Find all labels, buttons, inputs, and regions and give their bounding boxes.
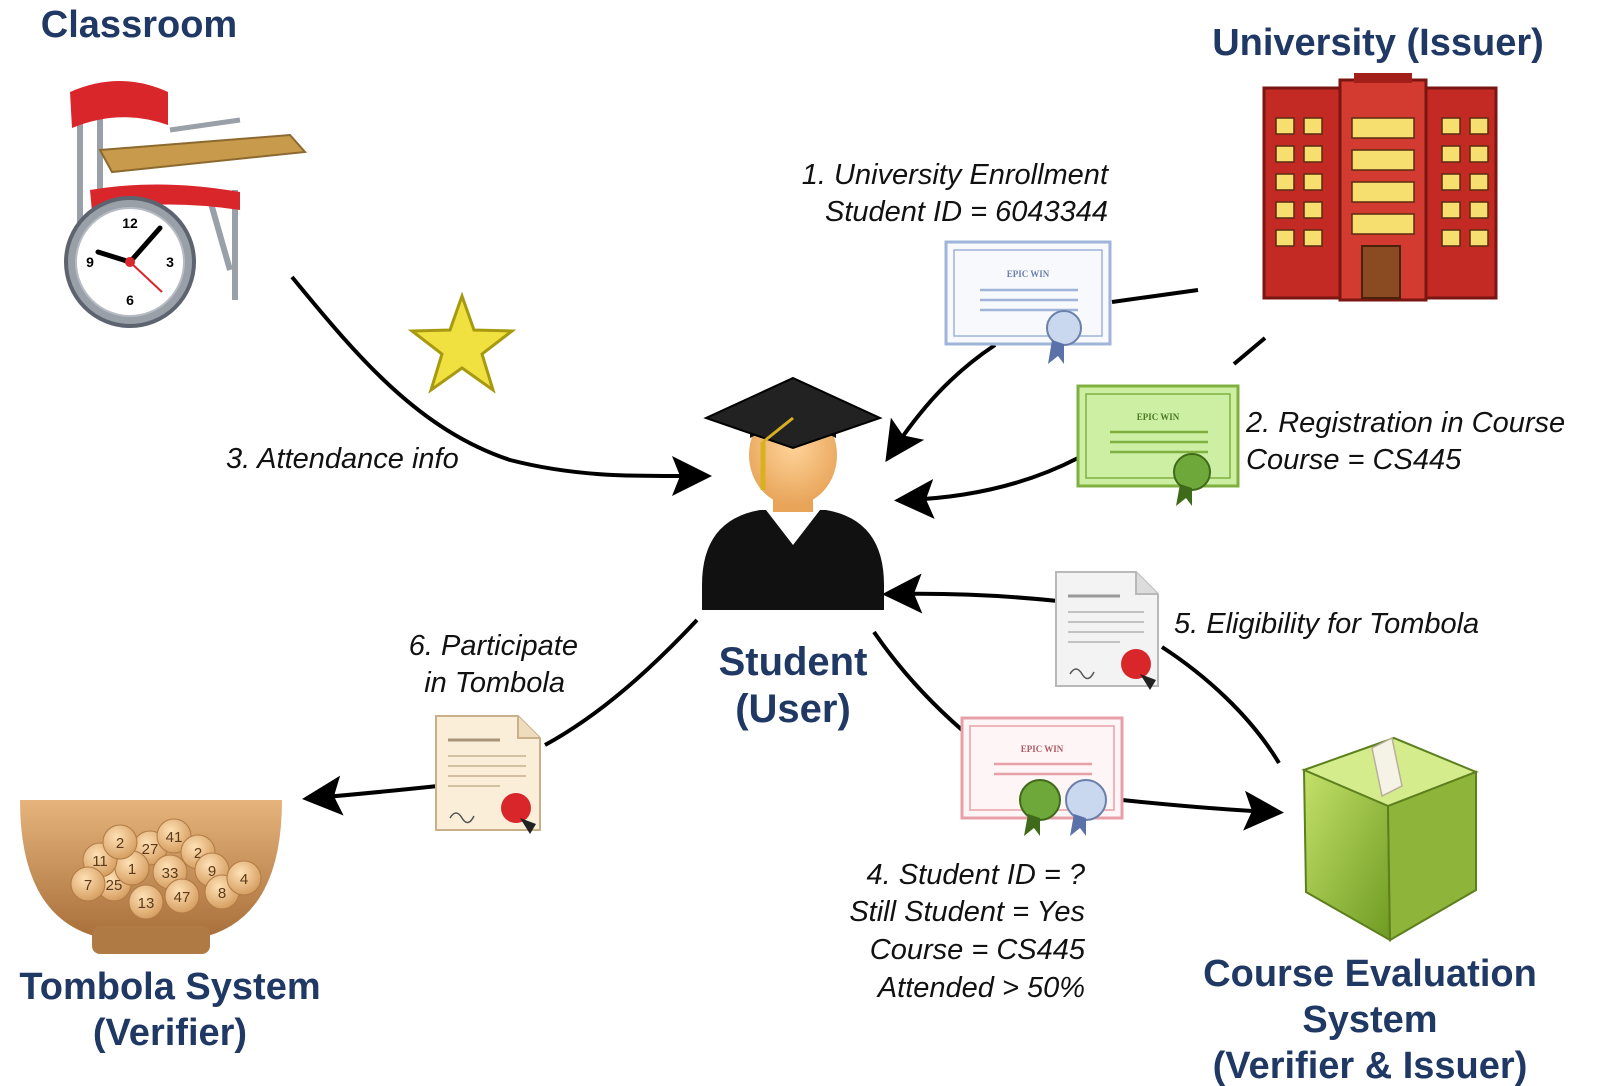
clock-number-6: 6 xyxy=(126,292,134,308)
eligibility-document-icon xyxy=(1055,571,1159,690)
tombola-ball-number: 7 xyxy=(84,877,92,894)
star-icon xyxy=(407,291,517,394)
step5-label: 5. Eligibility for Tombola xyxy=(1174,608,1479,640)
clock-number-12: 12 xyxy=(122,215,138,231)
ballot-box-icon xyxy=(1301,736,1479,942)
clock-number-9: 9 xyxy=(86,254,94,270)
university-title: University (Issuer) xyxy=(1212,22,1544,64)
course-eval-title-line1: Course Evaluation xyxy=(1203,953,1537,995)
arrow-eligibility xyxy=(882,573,1059,614)
arrow-attendance xyxy=(290,275,712,497)
building-window xyxy=(1469,229,1489,247)
tombola-title-line1: Tombola System xyxy=(19,966,320,1008)
building-window xyxy=(1351,149,1415,171)
building-window xyxy=(1441,173,1461,191)
building-window xyxy=(1303,145,1323,163)
building-window xyxy=(1303,173,1323,191)
step4-label-line4: Attended > 50% xyxy=(876,972,1085,1004)
step1-label-line1: 1. University Enrollment xyxy=(802,159,1110,191)
classroom-title: Classroom xyxy=(41,4,237,46)
participation-document-icon xyxy=(435,715,541,834)
arrow-enrollment-segment xyxy=(1111,288,1199,304)
combined-cert-banner: EPIC WIN xyxy=(1021,744,1064,754)
arrow-eligibility-segment xyxy=(1160,645,1281,765)
student-avatar-icon xyxy=(702,376,884,610)
tombola-ball-number: 13 xyxy=(138,895,155,912)
course-eval-title-line3: (Verifier & Issuer) xyxy=(1213,1045,1528,1086)
tombola-ball-number: 9 xyxy=(208,863,216,880)
combined-certificate-icon: EPIC WIN xyxy=(960,716,1124,836)
building-window xyxy=(1441,201,1461,219)
arrow-registration-segment xyxy=(1232,336,1267,366)
building-window xyxy=(1275,229,1295,247)
course-eval-title-line2: System xyxy=(1302,999,1437,1041)
clock-icon: 12 3 6 9 xyxy=(64,196,196,328)
step2-label-line2: Course = CS445 xyxy=(1246,444,1462,476)
tombola-ball xyxy=(164,878,200,914)
building-window xyxy=(1441,145,1461,163)
building-window xyxy=(1303,229,1323,247)
step2-label-line1: 2. Registration in Course xyxy=(1245,407,1565,439)
tombola-ball-number: 27 xyxy=(142,841,159,858)
tombola-ball xyxy=(70,866,106,902)
tombola-ball-number: 1 xyxy=(128,861,136,878)
student-title-line1: Student xyxy=(719,640,868,684)
building-window xyxy=(1303,201,1323,219)
tombola-ball-number: 11 xyxy=(92,853,108,870)
building-window xyxy=(1441,117,1461,135)
step4-label-line1: 4. Student ID = ? xyxy=(867,859,1086,891)
tombola-ball-number: 2 xyxy=(116,835,124,852)
tombola-ball xyxy=(102,824,138,860)
step4-label-line2: Still Student = Yes xyxy=(849,896,1085,928)
student-title-line2: (User) xyxy=(735,687,851,731)
building-window xyxy=(1469,201,1489,219)
step6-label-line2: in Tombola xyxy=(424,667,565,699)
clock-number-3: 3 xyxy=(166,254,174,270)
arrow-participate xyxy=(302,775,439,816)
building-window xyxy=(1275,201,1295,219)
building-window xyxy=(1275,173,1295,191)
tombola-title-line2: (Verifier) xyxy=(93,1012,247,1054)
step3-label: 3. Attendance info xyxy=(226,443,459,475)
tombola-ball-number: 33 xyxy=(162,865,179,882)
building-window xyxy=(1441,229,1461,247)
tombola-ball-number: 41 xyxy=(166,829,183,846)
tombola-ball-number: 47 xyxy=(174,889,191,906)
arrow-presentation-segment xyxy=(872,630,964,732)
building-window xyxy=(1351,181,1415,203)
building-window xyxy=(1351,213,1415,235)
tombola-ball-number: 8 xyxy=(218,885,226,902)
registration-certificate-icon: EPIC WIN xyxy=(1076,384,1240,506)
building-window xyxy=(1469,145,1489,163)
arrow-presentation xyxy=(1121,790,1284,831)
tombola-ball-number: 2 xyxy=(194,845,202,862)
arrow-participate-segment xyxy=(544,618,699,747)
building-window xyxy=(1303,117,1323,135)
arrow-registration xyxy=(894,456,1079,519)
university-building-icon xyxy=(1262,73,1498,302)
building-window xyxy=(1351,117,1415,139)
tombola-ball-number: 25 xyxy=(106,877,123,894)
building-window xyxy=(1469,173,1489,191)
building-window xyxy=(1275,145,1295,163)
step4-label-line3: Course = CS445 xyxy=(870,934,1086,966)
enrollment-cert-banner: EPIC WIN xyxy=(1007,269,1050,279)
registration-cert-banner: EPIC WIN xyxy=(1137,412,1180,422)
enrollment-certificate-icon: EPIC WIN xyxy=(944,240,1112,364)
step1-label-line2: Student ID = 6043344 xyxy=(825,196,1108,228)
step6-label-line1: 6. Participate xyxy=(409,630,578,662)
tombola-ball-number: 4 xyxy=(240,871,248,888)
arrow-enrollment xyxy=(885,343,997,462)
building-window xyxy=(1275,117,1295,135)
building-window xyxy=(1469,117,1489,135)
tombola-ball xyxy=(128,884,164,920)
tombola-ball xyxy=(226,860,262,896)
